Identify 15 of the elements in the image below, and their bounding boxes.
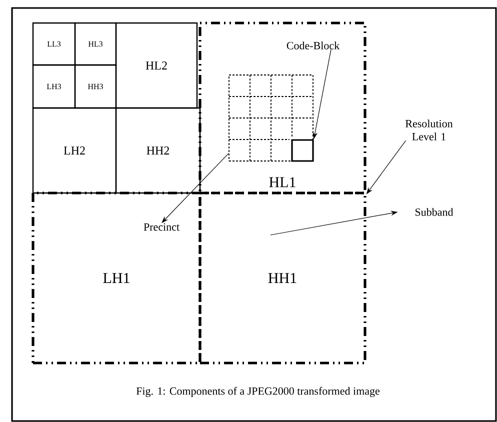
subband-box: LL3 (32, 22, 76, 66)
code-block-square (291, 139, 314, 162)
subband-box: LH2 (32, 107, 117, 194)
callout-label: Precinct (144, 223, 180, 231)
callout-label: Resolution Level 1 (405, 120, 453, 140)
callout-label: Code-Block (286, 42, 340, 50)
callout-label: Subband (416, 208, 454, 216)
subband-box: HH2 (115, 107, 201, 194)
precinct-grid (228, 74, 314, 162)
subband-box: HL2 (115, 22, 198, 109)
subband-box: HL3 (74, 22, 117, 66)
caption: Fig. 1: Components of a JPEG2000 transformed image (136, 386, 380, 398)
subband-box: LH3 (32, 64, 76, 109)
subband-box: HH3 (74, 64, 117, 109)
subband-region: HH1 (198, 192, 366, 364)
